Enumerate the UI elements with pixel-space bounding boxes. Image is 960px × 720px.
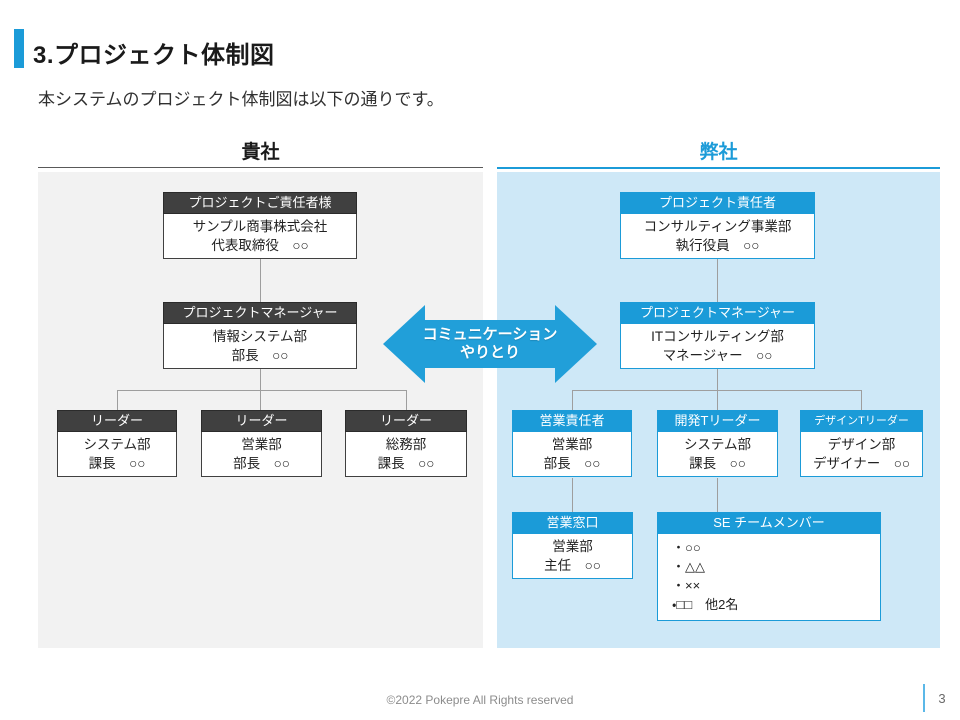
se-team-member-4: ・□□ 他2名 [672,597,739,612]
client-leader-3-title: リーダー [345,410,467,432]
connector-line [406,390,407,410]
client-leader-1-body: システム部 課長 ○○ [57,432,177,477]
vendor-sales-lead-line1: 営業部 [551,437,593,452]
vendor-sales-contact-box: 営業窓口 営業部 主任 ○○ [512,512,633,579]
vendor-sales-contact-title: 営業窓口 [512,512,633,534]
client-pm-line1: 情報システム部 [212,329,308,344]
vendor-design-lead-box: デザインTリーダー デザイン部 デザイナー ○○ [800,410,923,477]
vendor-design-lead-body: デザイン部 デザイナー ○○ [800,432,923,477]
vendor-pm-body: ITコンサルティング部 マネージャー ○○ [620,324,815,369]
client-pm-title: プロジェクトマネージャー [163,302,357,324]
client-owner-line1: サンプル商事株式会社 [192,219,328,234]
vendor-dev-lead-body: システム部 課長 ○○ [657,432,778,477]
vendor-sales-lead-box: 営業責任者 営業部 部長 ○○ [512,410,632,477]
client-leader-3-line1: 総務部 [385,437,427,452]
client-leader-1-line1: システム部 [83,437,151,452]
vendor-owner-title: プロジェクト責任者 [620,192,815,214]
vendor-dev-lead-box: 開発Tリーダー システム部 課長 ○○ [657,410,778,477]
client-leader-1-line2: 課長 ○○ [88,456,146,471]
vendor-design-lead-line2: デザイナー ○○ [812,456,911,471]
vendor-se-team-title: SE チームメンバー [657,512,881,534]
connector-line [260,390,261,410]
page-title: 3.プロジェクト体制図 [33,42,275,69]
client-leader-3-line2: 課長 ○○ [377,456,435,471]
client-leader-box-2: リーダー 営業部 部長 ○○ [201,410,322,477]
se-team-member-3: ・×× [672,578,701,593]
client-leader-3-body: 総務部 課長 ○○ [345,432,467,477]
client-owner-body: サンプル商事株式会社 代表取締役 ○○ [163,214,357,259]
communication-arrow: コミュニケーション やりとり [383,305,597,383]
client-pm-body: 情報システム部 部長 ○○ [163,324,357,369]
vendor-column-heading: 弊社 [699,142,738,163]
client-owner-box: プロジェクトご責任者様 サンプル商事株式会社 代表取締役 ○○ [163,192,357,259]
connector-line [572,390,573,410]
footer-copyright: ©2022 Pokepre All Rights reserved [386,693,574,707]
vendor-owner-box: プロジェクト責任者 コンサルティング事業部 執行役員 ○○ [620,192,815,259]
client-column-heading: 貴社 [241,142,280,163]
client-leader-1-title: リーダー [57,410,177,432]
title-accent-bar [14,29,24,68]
connector-line [717,368,718,390]
connector-line [572,478,573,512]
vendor-design-lead-title: デザインTリーダー [800,410,923,432]
client-heading-rule [38,167,483,168]
vendor-dev-lead-line2: 課長 ○○ [689,456,746,471]
vendor-dev-lead-title: 開発Tリーダー [657,410,778,432]
vendor-heading-rule [497,167,940,169]
vendor-sales-contact-line2: 主任 ○○ [544,558,601,573]
vendor-pm-line1: ITコンサルティング部 [651,329,784,344]
connector-line [260,368,261,390]
vendor-owner-line2: 執行役員 ○○ [675,238,760,253]
connector-line [117,390,407,391]
connector-line [117,390,118,410]
connector-line [717,478,718,512]
vendor-owner-body: コンサルティング事業部 執行役員 ○○ [620,214,815,259]
vendor-sales-contact-line1: 営業部 [552,539,593,554]
se-team-member-1: ・○○ [672,540,701,555]
subtitle-text: 本システムのプロジェクト体制図は以下の通りです。 [38,90,444,109]
vendor-se-team-members: ・○○ ・△△ ・×× ・□□ 他2名 [657,534,881,621]
client-pm-line2: 部長 ○○ [231,348,289,363]
vendor-se-team-box: SE チームメンバー ・○○ ・△△ ・×× ・□□ 他2名 [657,512,881,621]
vendor-dev-lead-line1: システム部 [683,437,752,452]
connector-line [861,390,862,410]
client-leader-2-body: 営業部 部長 ○○ [201,432,322,477]
client-owner-title: プロジェクトご責任者様 [163,192,357,214]
vendor-pm-box: プロジェクトマネージャー ITコンサルティング部 マネージャー ○○ [620,302,815,369]
footer-separator [923,684,925,712]
double-arrow-icon [383,305,597,383]
client-owner-line2: 代表取締役 ○○ [211,238,309,253]
connector-line [260,258,261,302]
vendor-sales-contact-body: 営業部 主任 ○○ [512,534,633,579]
client-leader-box-1: リーダー システム部 課長 ○○ [57,410,177,477]
connector-line [717,390,718,410]
communication-arrow-label: コミュニケーション やりとり [383,305,597,383]
arrow-label-line1: コミュニケーション [422,326,558,343]
client-leader-2-line2: 部長 ○○ [233,456,290,471]
vendor-sales-lead-title: 営業責任者 [512,410,632,432]
client-leader-2-line1: 営業部 [241,437,282,452]
vendor-sales-lead-line2: 部長 ○○ [543,456,601,471]
connector-line [717,258,718,302]
vendor-sales-lead-body: 営業部 部長 ○○ [512,432,632,477]
vendor-design-lead-line1: デザイン部 [827,437,896,452]
se-team-member-2: ・△△ [672,559,705,574]
client-pm-box: プロジェクトマネージャー 情報システム部 部長 ○○ [163,302,357,369]
vendor-owner-line1: コンサルティング事業部 [643,219,792,234]
vendor-pm-line2: マネージャー ○○ [662,348,773,363]
client-leader-2-title: リーダー [201,410,322,432]
page-number: 3 [938,691,946,706]
vendor-pm-title: プロジェクトマネージャー [620,302,815,324]
arrow-label-line2: やりとり [459,344,520,361]
client-leader-box-3: リーダー 総務部 課長 ○○ [345,410,467,477]
